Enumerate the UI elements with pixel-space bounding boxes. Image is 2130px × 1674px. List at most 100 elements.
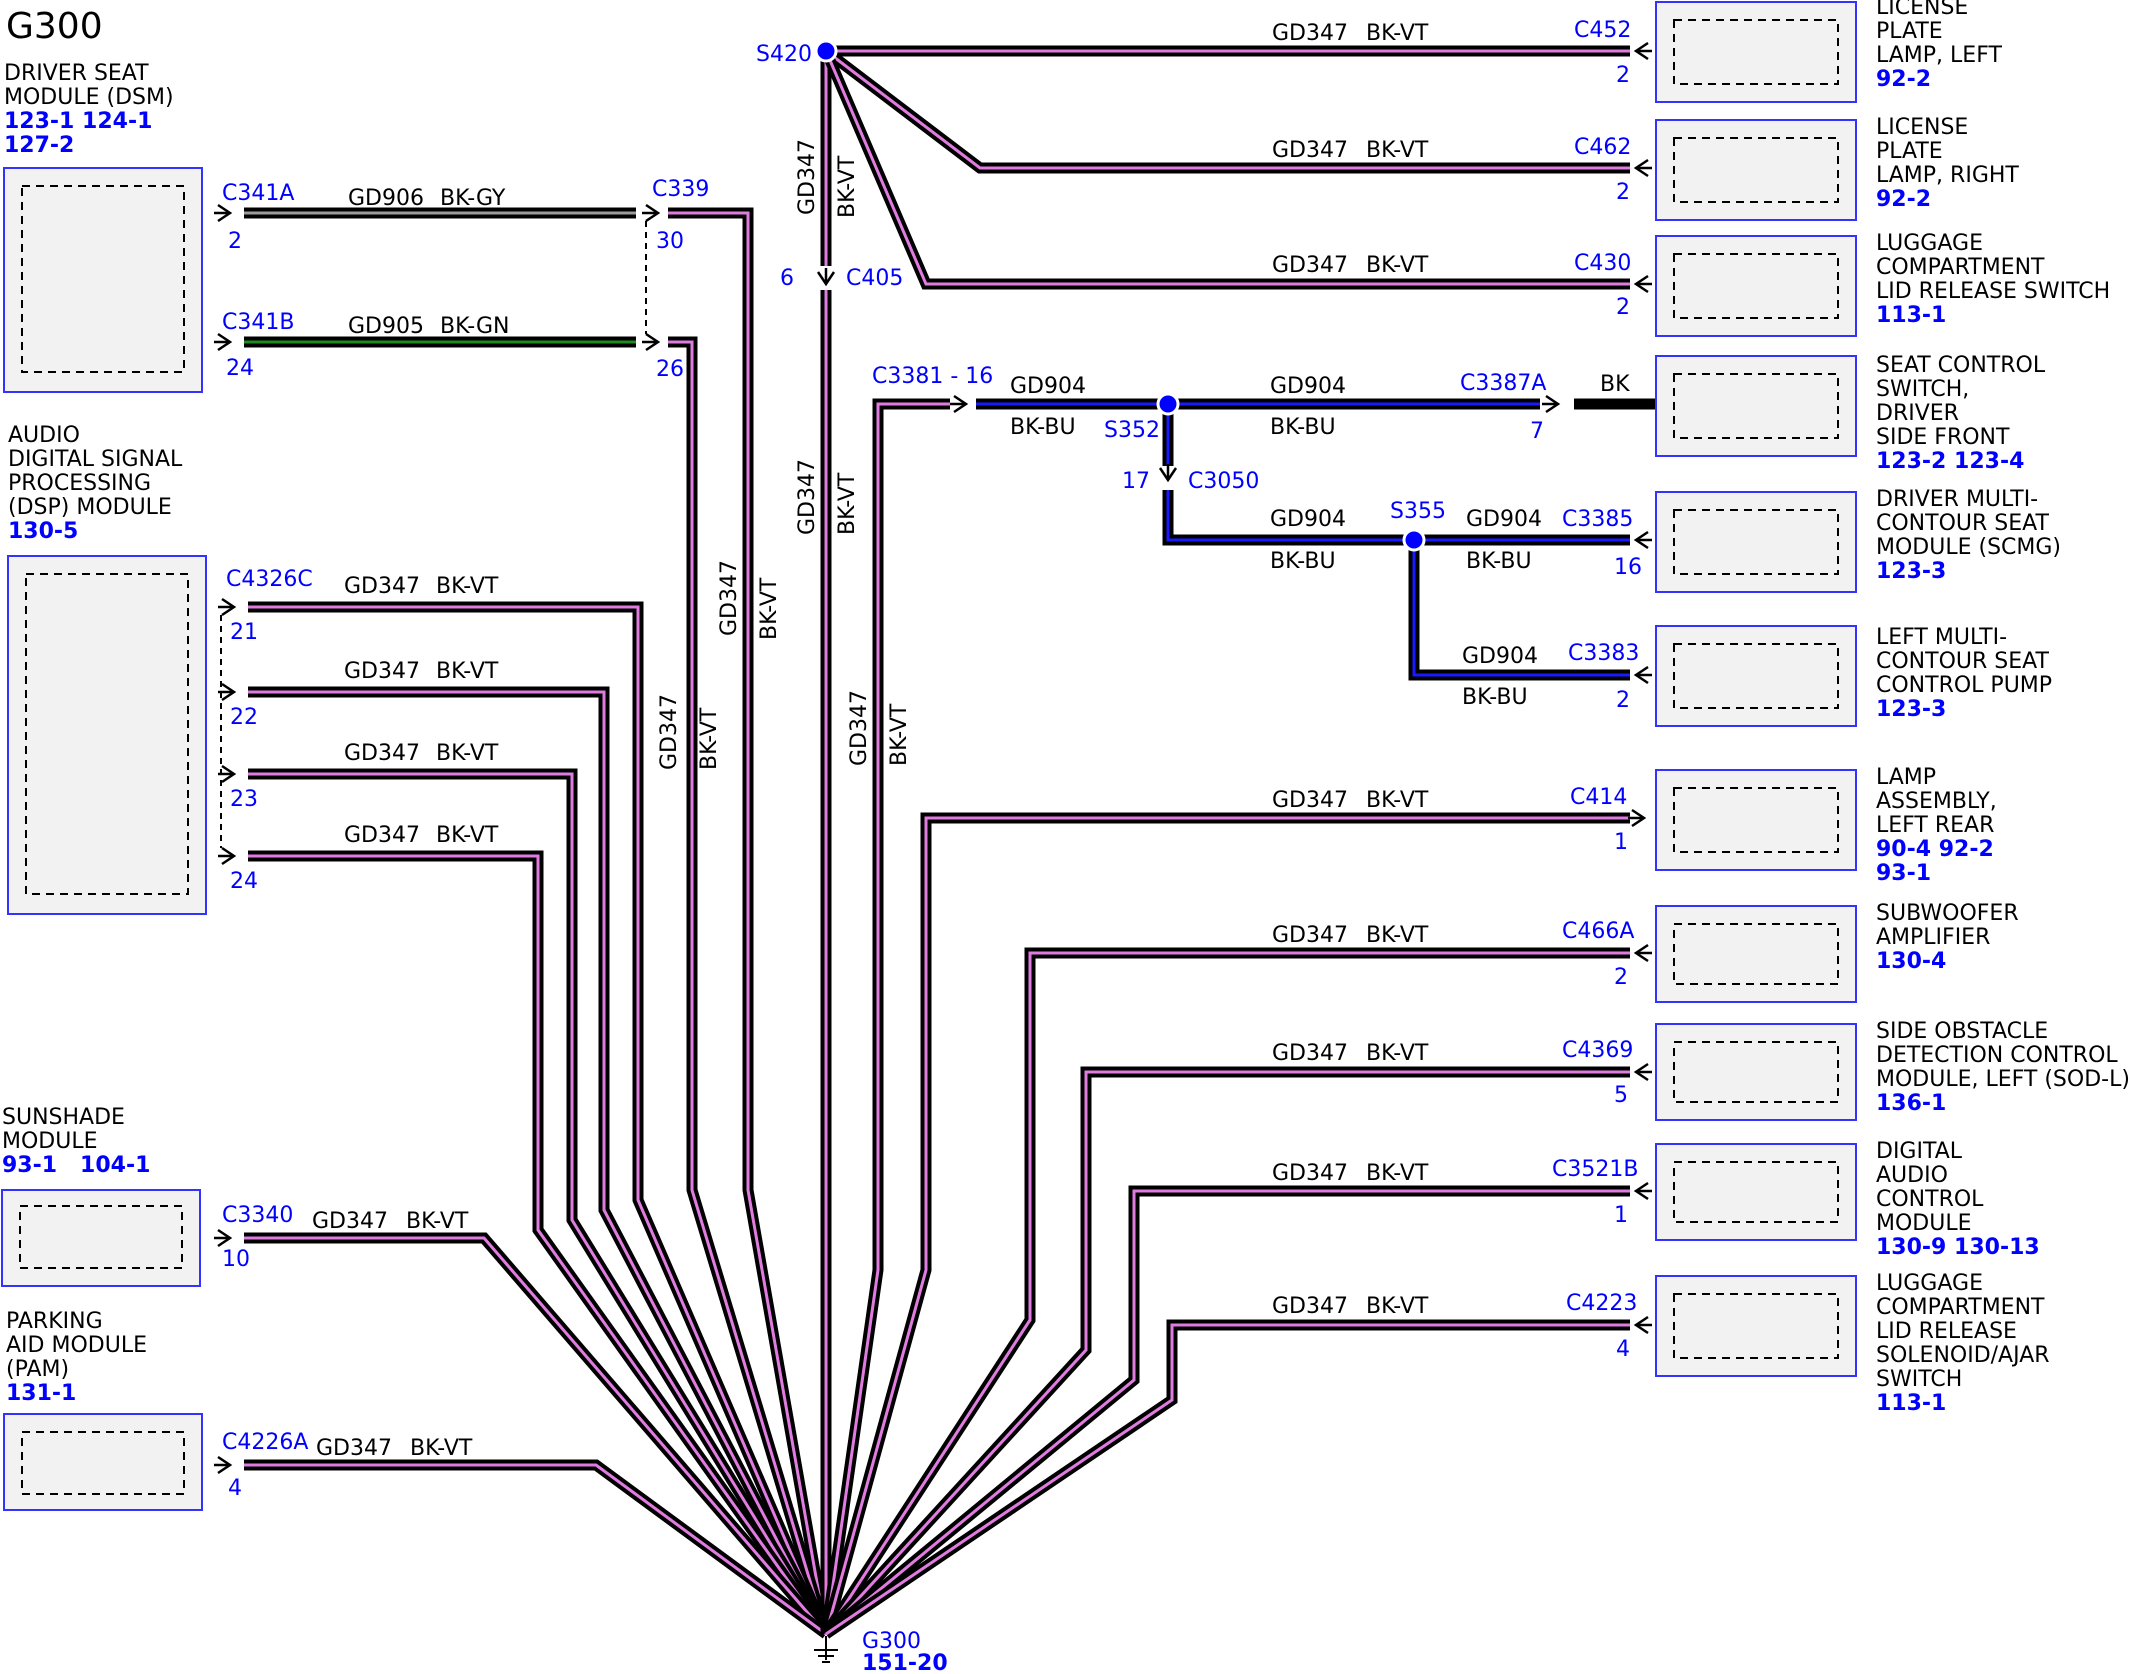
component-seat_sw-box <box>1655 355 1857 457</box>
component-pam: PARKING AID MODULE (PAM) 131-1 <box>3 1309 203 1511</box>
wire-c3521b-core <box>825 1189 1630 1636</box>
connector-c339: C339 <box>652 177 709 202</box>
splice-s420 <box>814 39 838 63</box>
sunshade-label-2: MODULE <box>2 1129 98 1154</box>
component-lug_sw-inner <box>1673 253 1839 319</box>
connector-c3340: C3340 <box>222 1203 293 1228</box>
component-lamp_lr-label-1: LAMP <box>1876 765 1936 790</box>
sunshade-box <box>1 1189 201 1287</box>
wire-label-c4369-gd: GD347 <box>1272 1041 1348 1066</box>
connector-c3387a: C3387A <box>1460 371 1546 396</box>
wire-s355-c3383-core <box>1412 540 1630 677</box>
component-lug_sol-label-4: SOLENOID/AJAR <box>1876 1343 2050 1368</box>
wire-s420-c462-core <box>825 49 1630 170</box>
pin-c462: 2 <box>1616 180 1630 205</box>
component-pump-ref-1: 123-3 <box>1876 697 1946 722</box>
wire-label-c466a-gd: GD347 <box>1272 923 1348 948</box>
wire-label-c4369-col: BK-VT <box>1366 1041 1429 1066</box>
dsm-ref-2: 127-2 <box>4 133 74 158</box>
wire-label-c466a-col: BK-VT <box>1366 923 1429 948</box>
connector-c3383: C3383 <box>1568 641 1639 666</box>
component-pump-inner <box>1673 643 1839 709</box>
wire-label-vert-main-gd: GD347 <box>795 459 820 535</box>
left-connectors: C341A 2 C341B 24 C339 30 26 C4326C 21 22… <box>212 177 709 1501</box>
connector-c3521b: C3521B <box>1552 1157 1638 1182</box>
wire-label-pam-col: BK-VT <box>410 1436 473 1461</box>
pin-c3521b: 1 <box>1614 1203 1628 1228</box>
pin-c4226a: 4 <box>228 1476 242 1501</box>
component-lug_sw-box <box>1655 235 1857 337</box>
component-pump-label-2: CONTOUR SEAT <box>1876 649 2049 674</box>
component-dacm-label-3: CONTROL <box>1876 1187 1984 1212</box>
wire-label-c4223-gd: GD347 <box>1272 1294 1348 1319</box>
component-lug_sw-label-3: LID RELEASE SWITCH <box>1876 279 2110 304</box>
component-lug_sol-box <box>1655 1275 1857 1377</box>
wire-label-s355a-col: BK-BU <box>1270 549 1336 574</box>
wire-label-s355a-gd: GD904 <box>1270 507 1346 532</box>
component-lp_left-label-3: LAMP, LEFT <box>1876 43 2002 68</box>
sunshade-ref-1: 93-1 104-1 <box>2 1153 150 1178</box>
component-sod-label-2: DETECTION CONTROL <box>1876 1043 2118 1068</box>
wire-c466a-core <box>824 951 1630 1635</box>
component-sub-ref-1: 130-4 <box>1876 949 1946 974</box>
splice-s355-label: S355 <box>1390 499 1446 524</box>
wire-c339-30-core <box>668 211 828 1635</box>
pin-c466a: 2 <box>1614 965 1628 990</box>
pin-c405: 6 <box>780 266 794 291</box>
pin-c341a: 2 <box>228 229 242 254</box>
component-dsp: AUDIO DIGITAL SIGNAL PROCESSING (DSP) MO… <box>7 423 207 915</box>
wire-label-c3383-gd: GD904 <box>1462 644 1538 669</box>
component-lamp_lr-ref-2: 93-1 <box>1876 861 1931 886</box>
wire-label-vert-c339-col: BK-VT <box>757 577 782 640</box>
wire-label-c3383-col: BK-BU <box>1462 685 1528 710</box>
dsm-box <box>3 167 203 393</box>
connector-c466a: C466A <box>1562 919 1634 944</box>
connector-c430: C430 <box>1574 251 1631 276</box>
component-lug_sol-label-3: LID RELEASE <box>1876 1319 2017 1344</box>
wire-label-seat-bk: BK <box>1600 372 1630 397</box>
component-lug_sw-label-2: COMPARTMENT <box>1876 255 2045 280</box>
wire-label-c3387a-col: BK-BU <box>1270 415 1336 440</box>
pin-c4326c-24: 24 <box>230 869 258 894</box>
connector-c341a: C341A <box>222 181 294 206</box>
component-scmg-label-1: DRIVER MULTI- <box>1876 487 2038 512</box>
component-pump-box <box>1655 625 1857 727</box>
component-lp_right-label-1: LICENSE <box>1876 115 1968 140</box>
component-lp_right-inner <box>1673 137 1839 203</box>
wire-c339-26-core <box>668 340 828 1635</box>
wire-label-pam-gd: GD347 <box>316 1436 392 1461</box>
component-lamp_lr-ref-1: 90-4 92-2 <box>1876 837 1994 862</box>
wire-labels: GD906 BK-GY GD905 BK-GN GD347 BK-VT GD34… <box>312 21 1630 1461</box>
pin-c3340: 10 <box>222 1247 250 1272</box>
wire-label-c3521b-col: BK-VT <box>1366 1161 1429 1186</box>
pin-c4326c-23: 23 <box>230 787 258 812</box>
wire-label-dsp23-gd: GD347 <box>344 741 420 766</box>
component-dacm-box <box>1655 1143 1857 1241</box>
dsp-label-3: PROCESSING <box>8 471 151 496</box>
component-scmg-inner <box>1673 509 1839 575</box>
component-lug_sol-ref-1: 113-1 <box>1876 1391 1946 1416</box>
wire-label-vert-s420-gd: GD347 <box>795 139 820 215</box>
wire-label-c3385-gd: GD904 <box>1466 507 1542 532</box>
component-lp_left-label-1: LICENSE <box>1876 0 1968 20</box>
wire-label-dsp21-gd: GD347 <box>344 574 420 599</box>
wire-s420-c430-core <box>824 50 1630 286</box>
component-seat_sw-ref-1: 123-2 123-4 <box>1876 449 2024 474</box>
component-lamp_lr-inner <box>1673 787 1839 853</box>
wire-c3381-ground-core <box>824 402 950 1635</box>
component-dacm-label-1: DIGITAL <box>1876 1139 1963 1164</box>
dsm-label-2: MODULE (DSM) <box>4 85 174 110</box>
connector-c3381: C3381 - 16 <box>872 364 993 389</box>
wire-label-c430-gd: GD347 <box>1272 253 1348 278</box>
splice-s352-label: S352 <box>1104 418 1160 443</box>
component-sub-label-1: SUBWOOFER <box>1876 901 2019 926</box>
wire-label-vert-c339b-gd: GD347 <box>657 694 682 770</box>
wire-label-sun-gd: GD347 <box>312 1209 388 1234</box>
wire-label-vert-c339b-col: BK-VT <box>697 707 722 770</box>
component-lp_right-label-2: PLATE <box>1876 139 1943 164</box>
pam-label-1: PARKING <box>6 1309 103 1334</box>
pin-c339-30: 30 <box>656 229 684 254</box>
component-lamp_lr-box <box>1655 769 1857 871</box>
component-dsm: DRIVER SEAT MODULE (DSM) 123-1 124-1 127… <box>3 61 203 393</box>
